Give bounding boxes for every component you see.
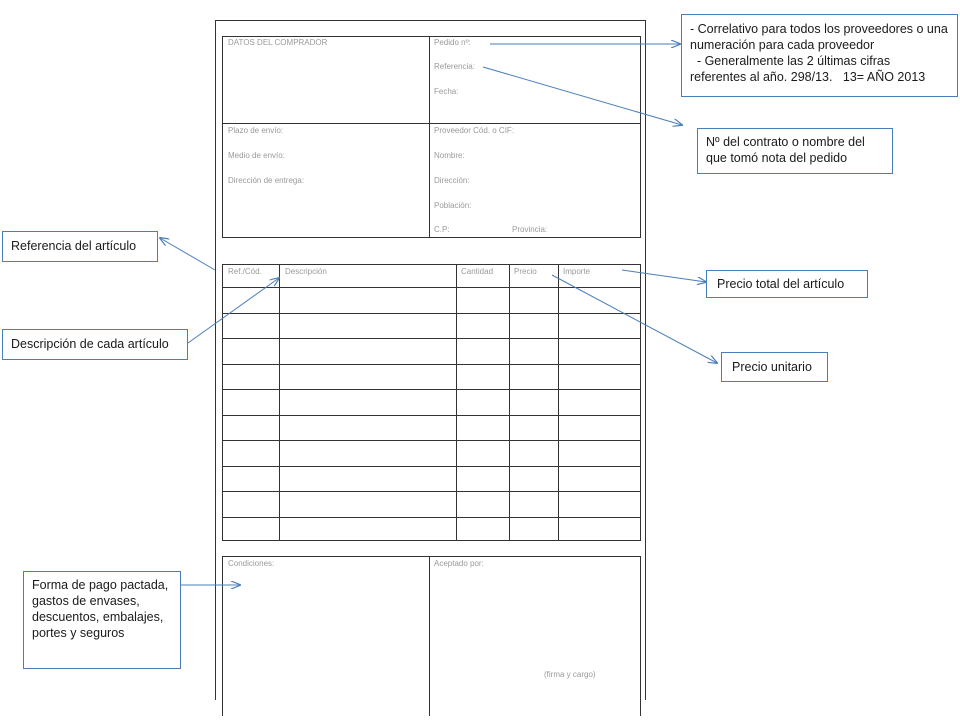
- order-date-label: Fecha:: [434, 87, 459, 96]
- buyer-title: DATOS DEL COMPRADOR: [228, 38, 328, 47]
- arrow-item-ref: [160, 238, 216, 271]
- purchase-order-form: DATOS DEL COMPRADOR Pedido nº: Referenci…: [215, 20, 646, 716]
- arrow-description: [187, 278, 279, 344]
- callout-description: Descripción de cada artículo: [2, 329, 188, 360]
- callout-item-reference: Referencia del artículo: [2, 231, 158, 262]
- shipping-method-label: Medio de envío:: [228, 151, 285, 160]
- supplier-name-label: Nombre:: [434, 151, 465, 160]
- order-reference-label: Referencia:: [434, 62, 475, 71]
- col-header-price: Precio: [514, 267, 537, 276]
- col-header-ref: Ref./Cód.: [228, 267, 262, 276]
- arrow-unit-price: [551, 274, 717, 363]
- callout-order-number: - Correlativo para todos los proveedores…: [681, 14, 958, 97]
- signature-label: (firma y cargo): [544, 670, 596, 679]
- header-section: DATOS DEL COMPRADOR Pedido nº: Referenci…: [222, 36, 641, 238]
- arrow-total-price: [621, 269, 706, 282]
- conditions-label: Condiciones:: [228, 559, 275, 568]
- footer-section: Condiciones: Aceptado por: (firma y carg…: [222, 556, 641, 716]
- callout-total-price: Precio total del artículo: [706, 270, 868, 298]
- callout-unit-price: Precio unitario: [721, 352, 828, 382]
- shipping-term-label: Plazo de envío:: [228, 126, 284, 135]
- col-header-description: Descripción: [285, 267, 327, 276]
- callout-reference: Nº del contrato o nombre del que tomó no…: [697, 128, 893, 174]
- callout-order-number-line2: - Generalmente las 2 últimas cifras refe…: [690, 54, 926, 84]
- callout-order-number-line1: - Correlativo para todos los proveedores…: [690, 22, 948, 52]
- supplier-code-label: Proveedor Cód. o CIF:: [434, 126, 515, 135]
- arrow-reference: [482, 66, 682, 125]
- col-header-quantity: Cantidad: [461, 267, 494, 276]
- supplier-city-label: Población:: [434, 201, 472, 210]
- callout-conditions: Forma de pago pactada, gastos de envases…: [23, 571, 181, 669]
- items-table: Ref./Cód. Descripción Cantidad Precio Im…: [222, 264, 641, 541]
- order-number-label: Pedido nº:: [434, 38, 471, 47]
- supplier-zip-label: C.P:: [434, 225, 450, 234]
- col-header-amount: Importe: [563, 267, 591, 276]
- supplier-address-label: Dirección:: [434, 176, 470, 185]
- supplier-province-label: Provincia:: [512, 225, 548, 234]
- accepted-by-label: Aceptado por:: [434, 559, 484, 568]
- delivery-address-label: Dirección de entrega:: [228, 176, 305, 185]
